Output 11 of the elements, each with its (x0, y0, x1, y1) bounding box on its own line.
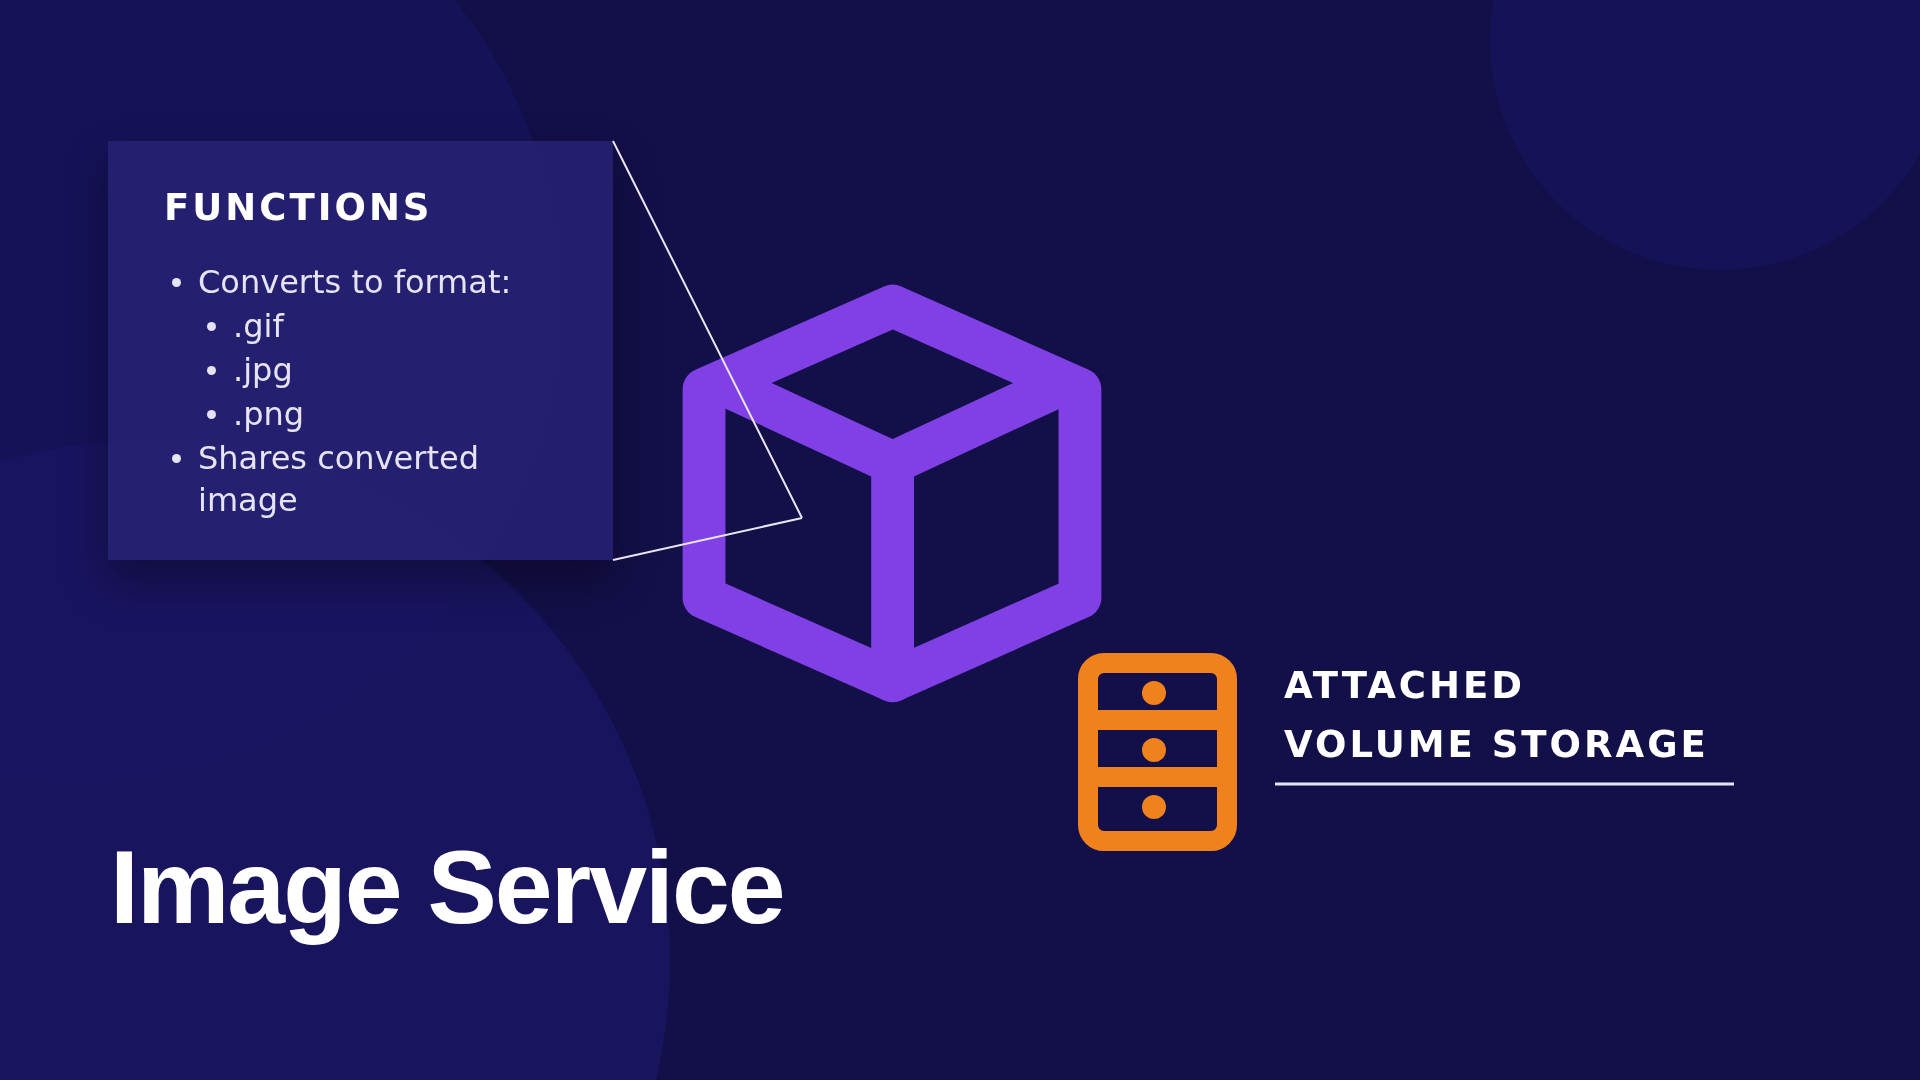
panel-heading: FUNCTIONS (164, 186, 433, 229)
callout-panel (108, 141, 613, 560)
bullet-item: .png (233, 394, 306, 435)
cube-icon (682, 284, 1102, 704)
bullet-item: Shares converted image (198, 438, 480, 521)
bullet-item: Converts to format: (198, 262, 513, 303)
bullet-item: .gif (233, 306, 286, 347)
storage-label: ATTACHED VOLUME STORAGE (1284, 663, 1710, 768)
leader-line (612, 140, 803, 561)
bullet-item: .jpg (233, 350, 294, 391)
slide-title: Image Service (110, 828, 784, 947)
